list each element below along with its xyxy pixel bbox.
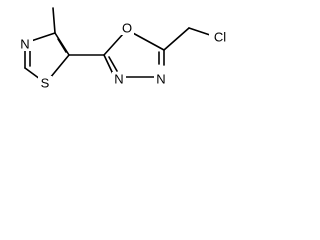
bond-ch2-cl — [188, 27, 211, 36]
atom-labels: N S O N N Cl — [18, 21, 231, 91]
oxadiazole-nitrogen-right-label: N — [156, 72, 165, 87]
thiazole-nitrogen-label: N — [20, 37, 29, 52]
bond-ch2 — [163, 27, 190, 51]
bond-methyl — [52, 7, 56, 34]
bond-n3-c2-inner — [108, 56, 118, 72]
oxadiazole-nitrogen-left-label: N — [114, 72, 123, 87]
oxadiazole-oxygen-label: O — [122, 21, 132, 36]
bond-o1-c5 — [130, 31, 165, 51]
bond-c2-o1 — [103, 33, 124, 56]
bond-s1-c5 — [49, 54, 70, 79]
bond-n3-c2 — [103, 54, 114, 75]
bonds — [24, 7, 211, 80]
bond-c4-n3 — [30, 32, 56, 42]
chlorine-label: Cl — [214, 30, 226, 45]
thiazole-sulfur-label: S — [41, 76, 50, 91]
structure-diagram: N S O N N Cl — [18, 7, 231, 91]
bond-c2-s1 — [24, 67, 41, 80]
bond-c4-c5-inner — [57, 38, 67, 53]
